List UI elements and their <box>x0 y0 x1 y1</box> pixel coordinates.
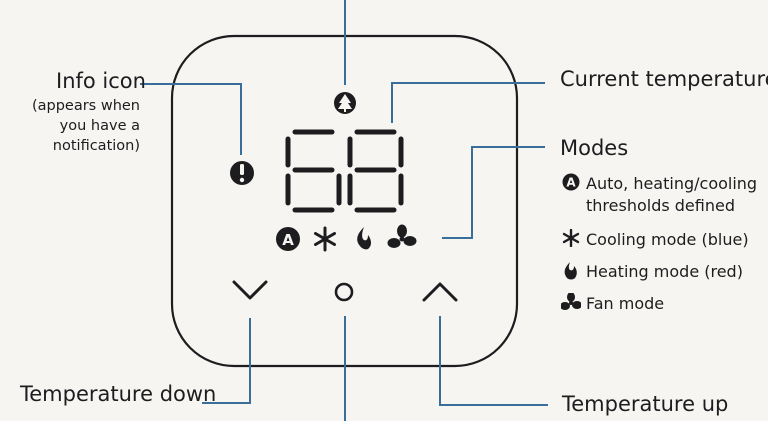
info-icon <box>230 161 254 185</box>
leader-modes <box>442 146 545 239</box>
auto-icon: A <box>560 173 582 191</box>
digit-eight <box>347 129 404 213</box>
mode-item-auto: A Auto, heating/cooling thresholds defin… <box>560 173 757 217</box>
current-temperature-label: Current temperature <box>560 67 768 91</box>
temperature-down-button[interactable] <box>232 280 268 300</box>
mode-item-cooling: Cooling mode (blue) <box>560 229 749 251</box>
svg-text:A: A <box>566 176 576 190</box>
temperature-digits <box>285 129 404 213</box>
center-button[interactable] <box>334 282 354 302</box>
snowflake-icon <box>314 226 336 252</box>
mode-item-heating: Heating mode (red) <box>560 261 743 283</box>
tree-icon <box>334 92 356 114</box>
flame-icon <box>357 227 371 250</box>
leader-current-temp <box>391 82 545 123</box>
info-icon-description: (appears when you have a notification) <box>31 98 140 154</box>
svg-text:A: A <box>282 231 294 249</box>
fan-icon <box>560 293 582 313</box>
temperature-up-button[interactable] <box>422 282 458 302</box>
leader-temp-down <box>202 318 251 404</box>
leader-info <box>140 83 242 155</box>
modes-title: Modes <box>560 136 629 160</box>
temperature-up-label: Temperature up <box>562 392 729 416</box>
auto-icon: A <box>276 227 300 251</box>
flame-icon <box>560 261 582 281</box>
fan-icon <box>387 224 417 248</box>
mode-item-fan: Fan mode <box>560 293 664 315</box>
digit-six <box>285 129 342 213</box>
snowflake-icon <box>560 229 582 247</box>
temperature-down-label: Temperature down <box>20 382 217 406</box>
leader-temp-up <box>439 316 548 406</box>
leader-lines <box>140 0 548 421</box>
info-icon-label: Info icon <box>56 69 146 93</box>
